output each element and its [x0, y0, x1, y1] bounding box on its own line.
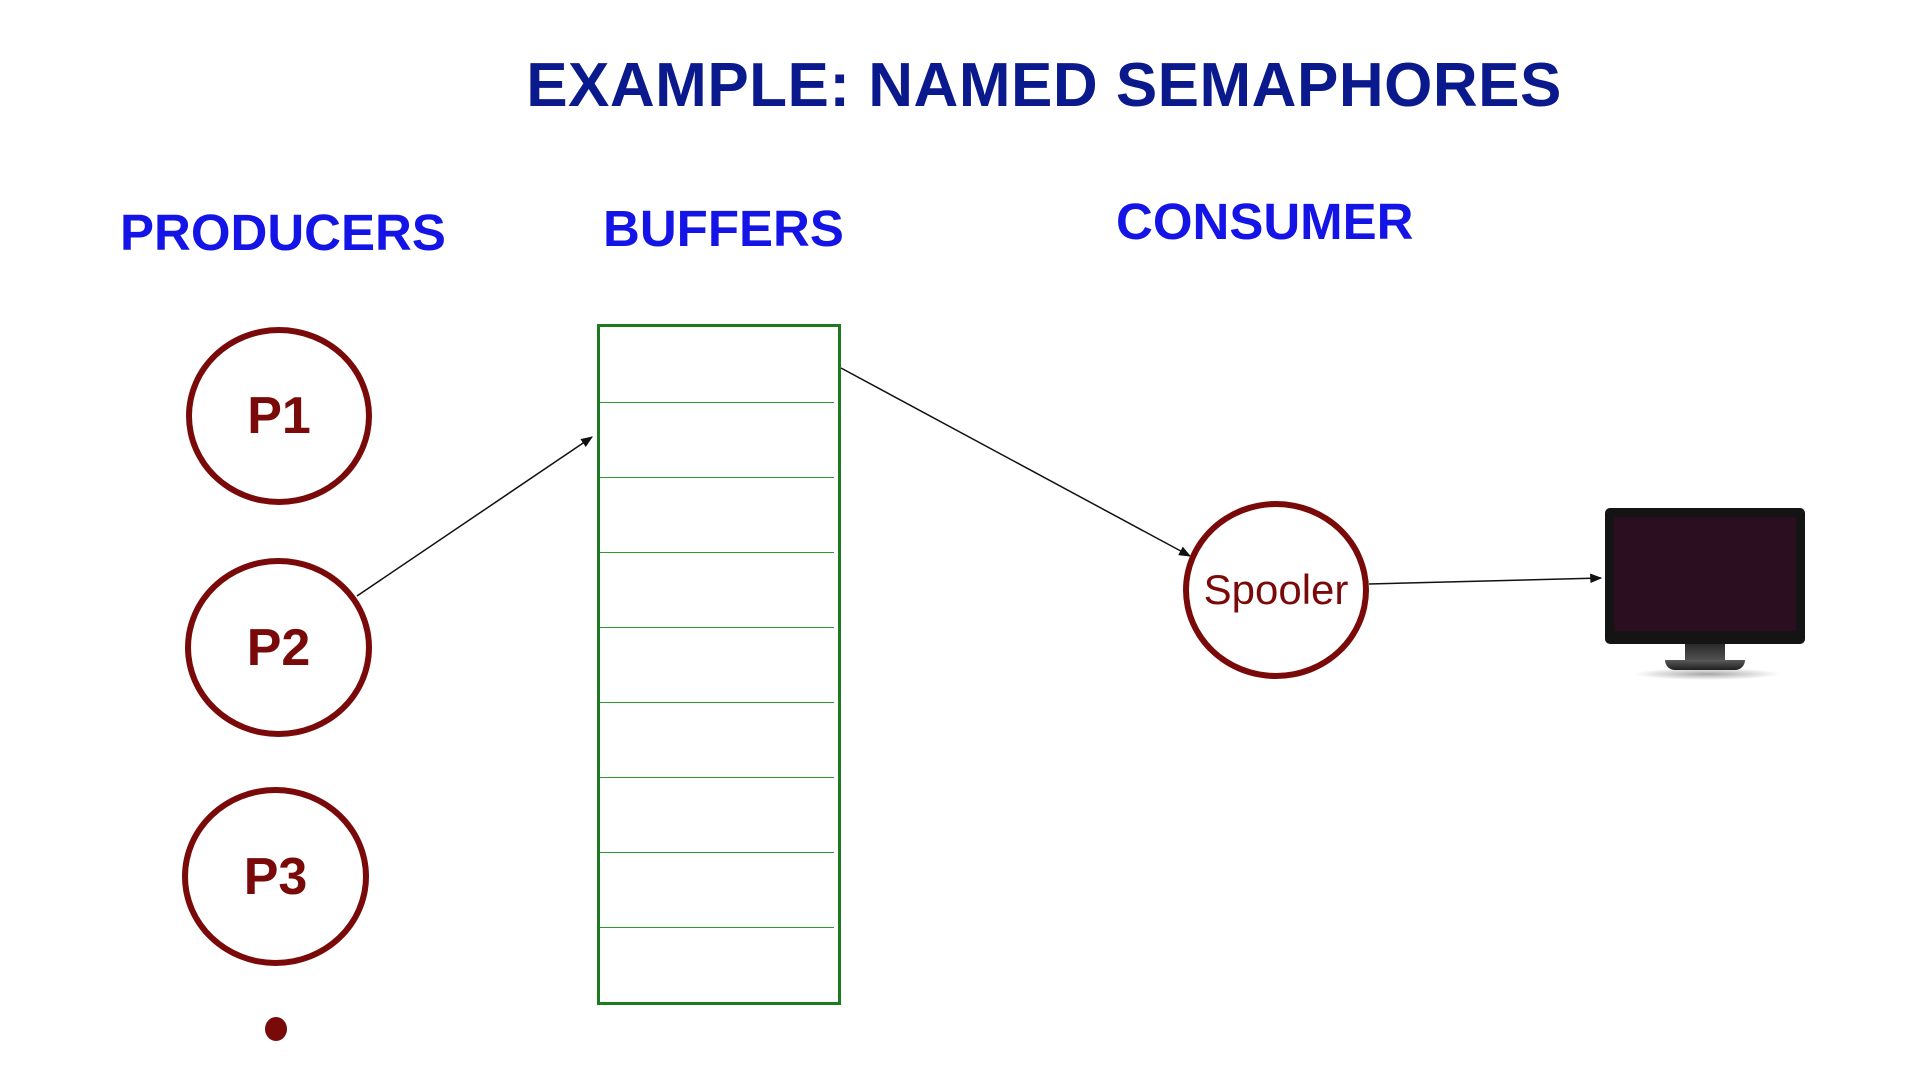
- producer-p2: P2: [185, 558, 372, 737]
- buffer-slot-divider: [600, 702, 834, 703]
- monitor-frame: [1605, 508, 1805, 644]
- producers-heading: PRODUCERS: [120, 204, 446, 261]
- producer-p1: P1: [186, 327, 372, 505]
- slide-title: EXAMPLE: NAMED SEMAPHORES: [526, 51, 1562, 120]
- consumer-heading: CONSUMER: [1116, 193, 1414, 250]
- monitor-icon: [1605, 508, 1809, 684]
- buffer-stack: [597, 324, 841, 1005]
- buffer-slot-divider: [600, 477, 834, 478]
- buffer-slot-divider: [600, 852, 834, 853]
- monitor-stand-neck: [1685, 644, 1725, 662]
- spooler-label: Spooler: [1203, 566, 1349, 613]
- buffer-slot-divider: [600, 927, 834, 928]
- monitor-shadow: [1633, 668, 1781, 680]
- producer-p1-label: P1: [247, 387, 311, 445]
- buffer-slot-divider: [600, 552, 834, 553]
- monitor-stand-base: [1665, 660, 1745, 670]
- more-producers-dot: [265, 1017, 287, 1041]
- buffers-heading: BUFFERS: [603, 200, 844, 257]
- monitor-screen: [1614, 517, 1796, 631]
- producer-p3-label: P3: [243, 847, 308, 906]
- arrow-spooler-to-monitor: [1368, 573, 1603, 585]
- producer-p3: P3: [182, 787, 369, 966]
- arrow-p2-to-buffer: [356, 436, 593, 597]
- producer-p2-label: P2: [246, 618, 311, 677]
- buffer-slot-divider: [600, 402, 834, 403]
- spooler-process: Spooler: [1183, 501, 1369, 679]
- buffer-slot-divider: [600, 777, 834, 778]
- buffer-slot-divider: [600, 627, 834, 628]
- arrow-buffer-to-spooler: [840, 367, 1192, 557]
